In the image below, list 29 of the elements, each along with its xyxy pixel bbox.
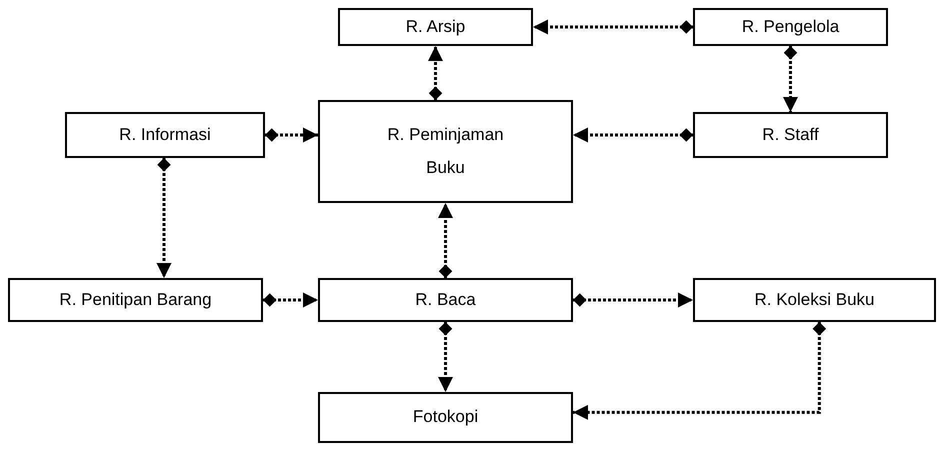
room-label: R. Baca <box>414 288 477 311</box>
room-label: R. Koleksi Buku <box>754 288 876 311</box>
room-label: R. Peminjaman Buku <box>386 124 505 178</box>
dotted-arrow <box>428 46 443 100</box>
dotted-arrow <box>783 46 798 112</box>
dotted-arrow <box>263 292 318 308</box>
dotted-arrow <box>265 128 318 142</box>
room-box <box>318 100 573 203</box>
room-box <box>8 278 263 322</box>
room-label: R. Arsip <box>404 16 466 38</box>
room-box <box>318 278 573 322</box>
room-label: R. Staff <box>761 124 820 146</box>
room-label: R. Pengelola <box>740 16 840 38</box>
room-label: R. Informasi <box>118 124 212 146</box>
dotted-arrow <box>438 322 453 392</box>
room-box <box>693 278 936 322</box>
dotted-arrow <box>533 20 693 34</box>
room-box <box>693 8 888 46</box>
room-box <box>338 8 533 46</box>
room-box <box>65 112 265 158</box>
room-box <box>318 392 573 443</box>
dotted-arrow <box>156 158 172 278</box>
room-label: R. Penitipan Barang <box>58 288 213 311</box>
dotted-arrow <box>573 128 693 142</box>
dotted-arrow <box>573 292 693 308</box>
dotted-arrow <box>573 322 826 420</box>
dotted-arrow <box>438 203 453 278</box>
room-box <box>693 112 888 158</box>
room-label: Fotokopi <box>412 406 480 428</box>
